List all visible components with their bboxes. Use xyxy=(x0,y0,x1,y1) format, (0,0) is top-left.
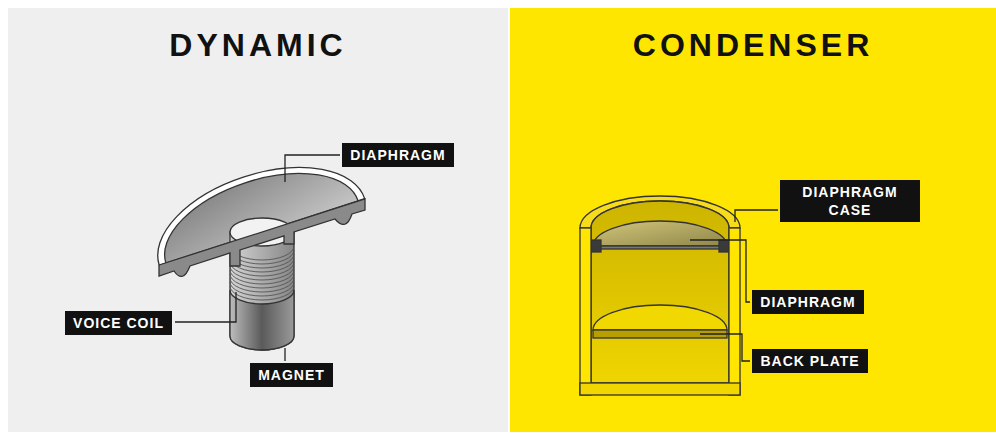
panel: DYNAMIC DIAPHRAGM VOICE COIL MAGNET xyxy=(8,8,508,432)
panel-title: DYNAMIC xyxy=(8,8,508,64)
part-label: VOICE COIL xyxy=(73,314,164,332)
panel-title: CONDENSER xyxy=(510,8,996,64)
part-label-box: VOICE COIL xyxy=(65,311,172,335)
part-label-box: DIAPHRAGM xyxy=(752,290,864,314)
part-label-box: DIAPHRAGM xyxy=(342,143,454,167)
part-label: DIAPHRAGM xyxy=(350,146,445,164)
leader-line xyxy=(175,155,340,361)
panel-ground xyxy=(8,8,508,432)
dynamic-capsule xyxy=(141,143,365,350)
part-label: BACK PLATE xyxy=(760,352,859,370)
part-label: DIAPHRAGM xyxy=(760,293,855,311)
condenser-capsule xyxy=(580,196,740,395)
part-label: DIAPHRAGM CASE xyxy=(788,183,912,219)
panel-ground xyxy=(510,8,996,432)
leader-line xyxy=(690,210,778,361)
part-label: MAGNET xyxy=(258,366,325,384)
panel: CONDENSER DIAPHRAGM CASE DIAPHRAGM BACK PLA… xyxy=(510,8,996,432)
part-label-box: MAGNET xyxy=(250,363,333,387)
part-label-box: BACK PLATE xyxy=(752,349,868,373)
part-label-box: DIAPHRAGM CASE xyxy=(780,180,920,222)
